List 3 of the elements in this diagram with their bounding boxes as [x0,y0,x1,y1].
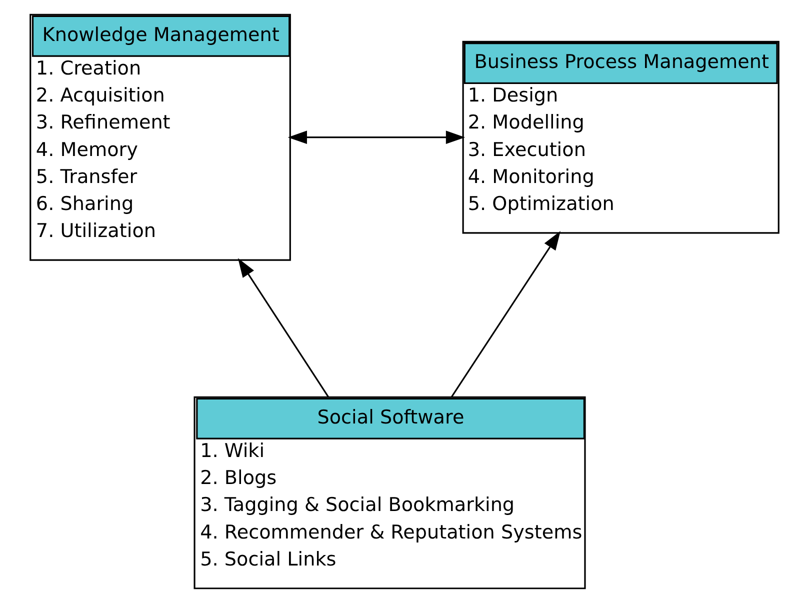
arrow [288,130,466,144]
arrow [451,230,560,398]
arrow [238,258,329,398]
